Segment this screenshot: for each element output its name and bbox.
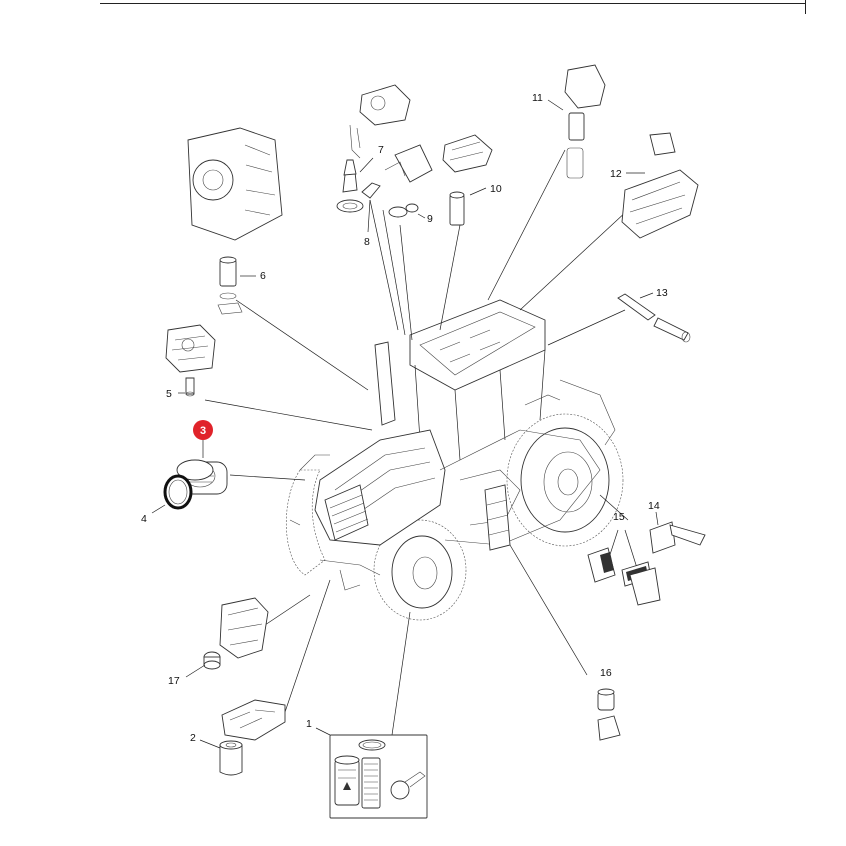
callout-11: 11 [532,92,543,104]
callout-labels: 1 2 4 5 6 7 8 9 10 11 12 13 14 15 16 17 [141,92,668,749]
callout-10: 10 [490,183,502,195]
leader-lines [204,149,659,736]
part-6-transmission-filter [187,127,283,315]
part-12-valve-block [621,132,699,239]
callout-3: 3 [200,425,206,437]
part-2-spin-on-filter [219,699,286,776]
callout-4: 4 [141,513,147,525]
part-1-filter-kit [329,734,428,819]
top-border-line [100,3,806,4]
part-15-cab-filter [587,547,661,606]
part-16-filter [597,688,621,741]
callout-14: 14 [648,500,660,512]
part-10-pump-filter [442,134,493,226]
part-13-breather [617,293,691,343]
callout-3-badge[interactable] [193,420,213,440]
part-14-cab-filter [649,521,706,554]
callout-5: 5 [166,388,172,400]
part-7-pump-fitting [336,84,411,213]
part-9-o-ring [388,203,419,218]
callout-2: 2 [190,732,196,744]
callout-16: 16 [600,667,612,679]
tractor-illustration [286,299,624,621]
callout-1: 1 [306,718,312,730]
highlighted-callout-3[interactable]: 3 [193,420,213,458]
part-11-valve-filter [564,64,606,179]
callout-13: 13 [656,287,668,299]
part-4-filter-seal [163,474,193,510]
callout-6: 6 [260,270,266,282]
callout-12: 12 [610,168,622,180]
part-8-fitting [361,144,433,199]
callout-7: 7 [378,144,384,156]
part-5-hydraulic-module [165,324,216,397]
part-17-cap [203,597,269,670]
part-3-air-filter [176,459,228,495]
callout-15: 15 [613,511,625,523]
top-border-tick [805,0,806,14]
callout-9: 9 [427,213,433,225]
callout-8: 8 [364,236,370,248]
callout-17: 17 [168,675,180,687]
